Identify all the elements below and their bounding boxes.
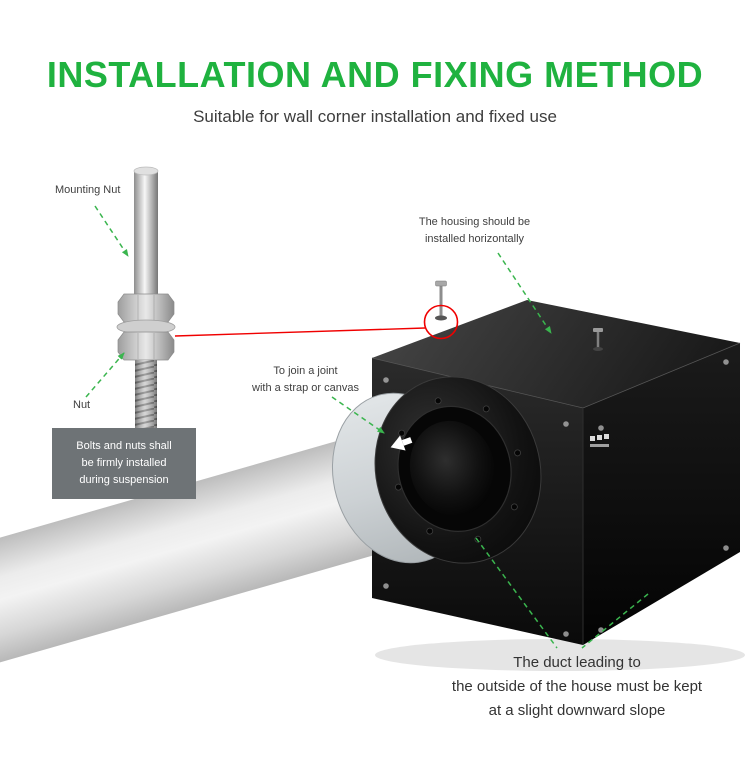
top-mounting-bolt-right (593, 328, 603, 351)
duct-opening (409, 420, 495, 517)
page-subtitle: Suitable for wall corner installation an… (193, 106, 557, 126)
hex-nut-top (117, 293, 175, 323)
rod-assembly (116, 166, 176, 471)
line-slope-left (475, 537, 558, 649)
flange-bolts (395, 397, 521, 543)
arrow-housing (497, 252, 552, 334)
duct-joint (331, 376, 542, 564)
label-nut: Nut (73, 399, 91, 411)
red-highlight-circle (423, 304, 459, 340)
note-bolts-nuts: Bolts and nuts shall be firmly installed… (52, 428, 196, 500)
page-title: INSTALLATION AND FIXING METHOD (46, 54, 704, 95)
arrow-mounting-nut (94, 205, 129, 257)
brand-mark (590, 434, 609, 447)
hex-nut-bottom (117, 331, 175, 361)
page-header: INSTALLATION AND FIXING METHOD Suitable … (0, 56, 750, 127)
airflow-arrow-icon (390, 435, 413, 451)
red-callout (174, 304, 459, 340)
arrow-strap (331, 396, 385, 434)
label-mounting-nut: Mounting Nut (55, 184, 121, 196)
box-shadow (375, 639, 745, 671)
annotation-arrows (85, 205, 649, 649)
label-housing-horizontal: The housing should be installed horizont… (418, 216, 531, 245)
label-strap-joint: To join a joint with a strap or canvas (252, 365, 359, 394)
label-downward-slope: The duct leading to the outside of the h… (451, 654, 703, 719)
arrow-nut (85, 352, 125, 398)
fan-box-right-face (583, 343, 740, 645)
duct-pipe (0, 413, 467, 680)
case-screws (383, 359, 729, 637)
top-mounting-bolt-left (435, 280, 447, 321)
